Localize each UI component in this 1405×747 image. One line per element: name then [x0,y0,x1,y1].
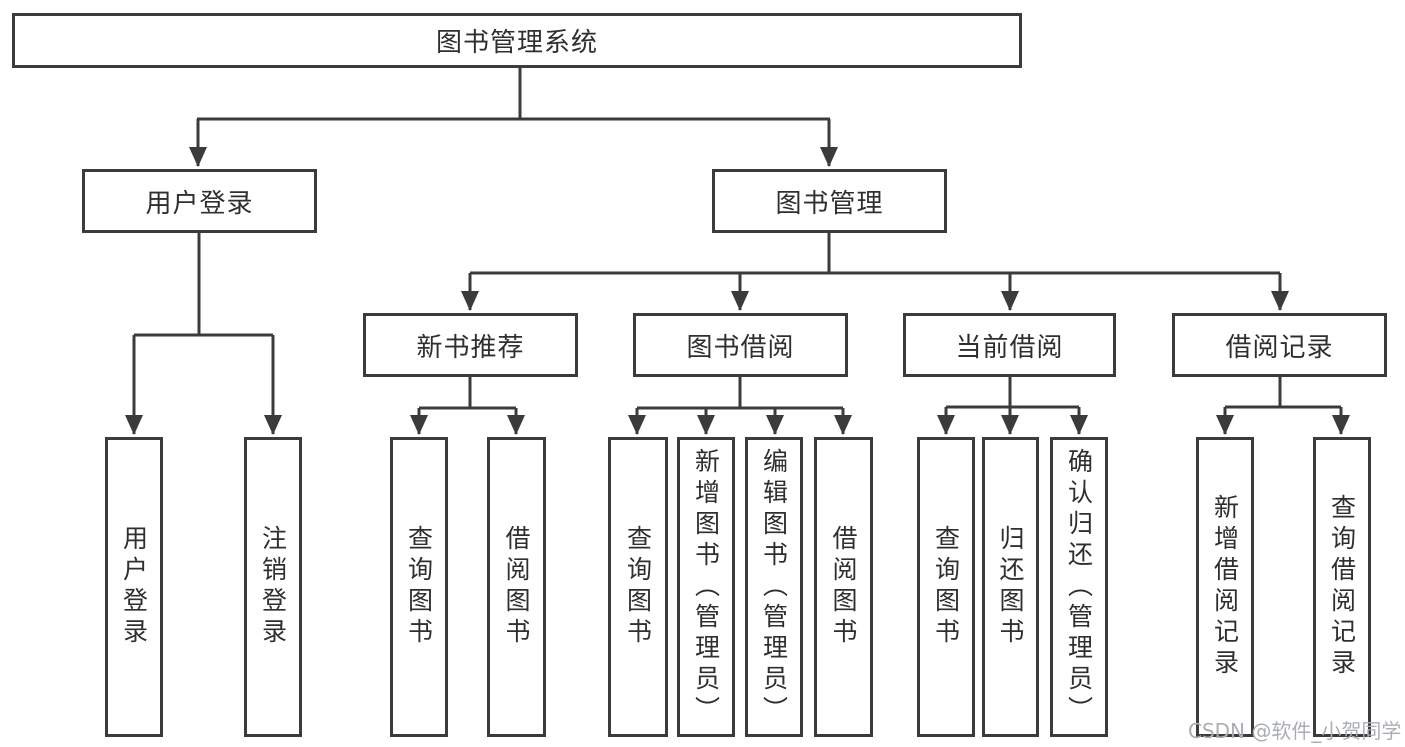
leaf-current-query-books-label: 查询图书 [931,525,961,649]
leaf-add-borrow-record-label: 新增借阅记录 [1210,494,1240,680]
node-book-management-label: 图书管理 [775,188,884,219]
leaf-borrow-query-books-label: 查询图书 [623,525,653,649]
node-book-borrow-label: 图书借阅 [686,332,795,363]
leaf-recommend-query-books: 查询图书 [390,437,448,737]
leaf-recommend-query-books-label: 查询图书 [404,525,434,649]
leaf-borrow-books-label: 借阅图书 [829,525,858,649]
node-current-borrow: 当前借阅 [903,313,1116,377]
node-new-book-recommend-label: 新书推荐 [416,332,525,363]
leaf-current-query-books: 查询图书 [917,437,975,737]
leaf-return-books: 归还图书 [982,437,1039,737]
node-user-login-label: 用户登录 [145,188,254,219]
leaf-borrow-books: 借阅图书 [814,437,873,737]
node-book-management: 图书管理 [712,169,947,233]
leaf-recommend-borrow-books: 借阅图书 [487,437,546,737]
node-borrow-records-label: 借阅记录 [1225,332,1334,363]
leaf-borrow-query-books: 查询图书 [608,437,668,737]
leaf-recommend-borrow-books-label: 借阅图书 [502,525,531,649]
leaf-add-books-admin: 新增图书（管理员） [677,437,735,737]
leaf-return-books-label: 归还图书 [996,525,1025,649]
node-book-borrow: 图书借阅 [633,313,848,377]
leaf-edit-books-admin-label: 编辑图书（管理员） [759,447,789,727]
leaf-confirm-return-admin: 确认归还（管理员） [1050,437,1108,737]
leaf-logout-label: 注销登录 [258,525,288,649]
leaf-confirm-return-admin-label: 确认归还（管理员） [1064,447,1094,727]
leaf-query-borrow-record-label: 查询借阅记录 [1327,494,1357,680]
leaf-edit-books-admin: 编辑图书（管理员） [745,437,803,737]
node-new-book-recommend: 新书推荐 [363,313,578,377]
node-user-login: 用户登录 [82,169,317,233]
csdn-watermark: CSDN @软件_小贺同学 [1188,719,1402,743]
leaf-query-borrow-record: 查询借阅记录 [1313,437,1371,737]
leaf-logout: 注销登录 [244,437,302,737]
node-borrow-records: 借阅记录 [1172,313,1387,377]
leaf-add-borrow-record: 新增借阅记录 [1196,437,1254,737]
leaf-user-login: 用户登录 [105,437,163,737]
node-current-borrow-label: 当前借阅 [955,332,1064,363]
leaf-user-login-label: 用户登录 [119,525,149,649]
node-library-system: 图书管理系统 [12,13,1022,68]
leaf-add-books-admin-label: 新增图书（管理员） [691,447,721,727]
node-library-system-label: 图书管理系统 [435,28,598,58]
